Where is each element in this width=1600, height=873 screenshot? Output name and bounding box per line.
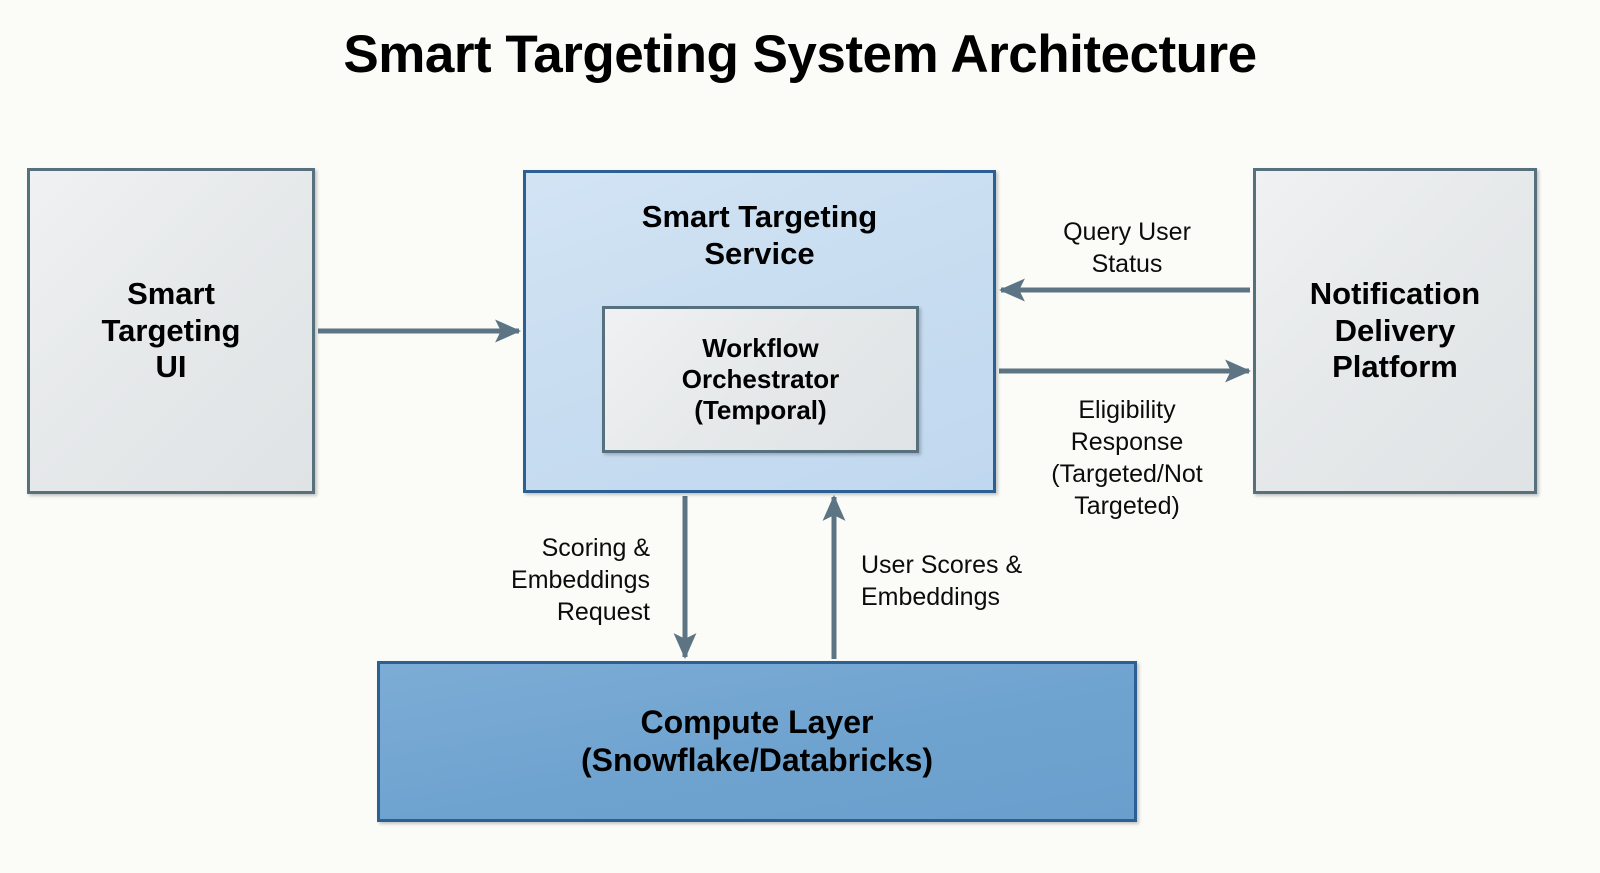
node-smart-targeting-service-label: Smart Targeting Service (641, 199, 878, 271)
edge-label-eligibility-response: Eligibility Response (Targeted/Not Targe… (1051, 396, 1203, 520)
node-workflow-orchestrator[interactable]: Workflow Orchestrator (Temporal) (602, 306, 919, 453)
node-smart-targeting-ui[interactable]: Smart Targeting UI (27, 168, 315, 494)
node-notification-delivery-platform[interactable]: Notification Delivery Platform (1253, 168, 1537, 494)
edge-label-user-scores-embeddings: User Scores & Embeddings (861, 551, 1023, 611)
page-title: Smart Targeting System Architecture (343, 25, 1257, 84)
edge-label-query-user-status: Query User Status (1063, 218, 1191, 278)
node-compute-layer[interactable]: Compute Layer (Snowflake/Databricks) (377, 661, 1137, 822)
edge-label-scoring-embeddings-request: Scoring & Embeddings Request (511, 534, 650, 626)
